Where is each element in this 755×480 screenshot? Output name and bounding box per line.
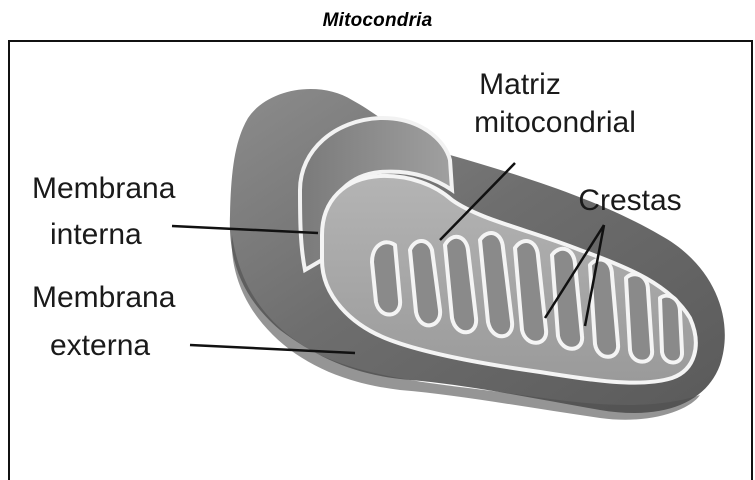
- crista-9: [660, 296, 682, 363]
- label-matriz-line2: mitocondrial: [474, 106, 636, 139]
- crista-8: [626, 274, 652, 361]
- label-crestas: Crestas: [578, 184, 681, 217]
- label-membrana-interna-line2: interna: [50, 218, 142, 251]
- label-matriz-line1: Matriz: [479, 68, 561, 101]
- label-membrana-interna-line1: Membrana: [32, 172, 176, 205]
- mitochondrion-diagram: Matriz mitocondrial Crestas Membrana int…: [0, 0, 755, 468]
- label-membrana-externa-line2: externa: [50, 329, 150, 362]
- label-membrana-externa-line1: Membrana: [32, 281, 176, 314]
- crista-1: [372, 242, 400, 314]
